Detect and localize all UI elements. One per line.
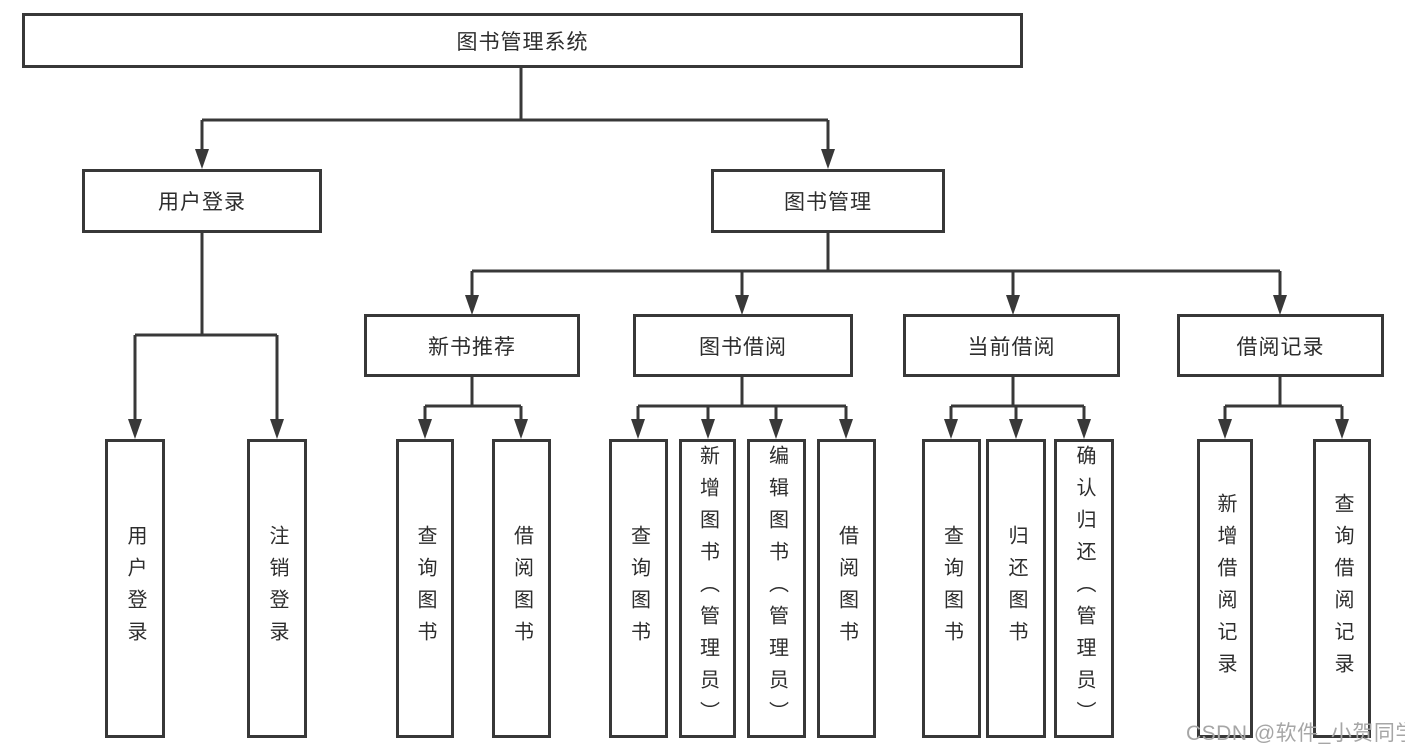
node-root-system: 图书管理系统: [22, 13, 1023, 68]
arrow-icon: [839, 419, 853, 439]
node-user-login: 用户登录: [82, 169, 322, 233]
arrow-icon: [701, 419, 715, 439]
leaf-borrow-books: 借阅图书: [817, 439, 876, 738]
arrow-icon: [821, 149, 835, 169]
arrow-icon: [514, 419, 528, 439]
arrow-icon: [270, 419, 284, 439]
leaf-query-borrow-record: 查询借阅记录: [1313, 439, 1371, 738]
connector-records-to-leaves: [1223, 377, 1344, 421]
arrow-icon: [128, 419, 142, 439]
arrow-icon: [1077, 419, 1091, 439]
arrow-icon: [418, 419, 432, 439]
csdn-watermark: CSDN @软件_小贺同学: [1186, 722, 1405, 745]
leaf-borrow-books-recommend: 借阅图书: [492, 439, 551, 738]
arrow-icon: [1273, 295, 1287, 315]
leaf-add-borrow-record: 新增借阅记录: [1197, 439, 1253, 738]
leaf-query-books-borrow: 查询图书: [609, 439, 668, 738]
leaf-add-books-admin: 新增图书（管理员）: [679, 439, 736, 738]
connector-bookborrow-to-leaves: [636, 377, 848, 421]
node-new-book-recommend: 新书推荐: [364, 314, 580, 377]
connector-currentborrow-to-leaves: [949, 377, 1086, 421]
connector-root-to-level2: [200, 68, 830, 151]
leaf-edit-books-admin: 编辑图书（管理员）: [747, 439, 806, 738]
arrow-icon: [631, 419, 645, 439]
node-book-management: 图书管理: [711, 169, 945, 233]
connector-userlogin-to-leaves: [133, 233, 279, 421]
arrow-icon: [1009, 419, 1023, 439]
leaf-logout: 注销登录: [247, 439, 307, 738]
arrow-icon: [769, 419, 783, 439]
arrowheads: [128, 149, 1349, 439]
node-current-borrow: 当前借阅: [903, 314, 1120, 377]
arrow-icon: [195, 149, 209, 169]
arrow-icon: [735, 295, 749, 315]
arrow-icon: [1335, 419, 1349, 439]
node-book-borrow: 图书借阅: [633, 314, 853, 377]
arrow-icon: [1006, 295, 1020, 315]
arrow-icon: [944, 419, 958, 439]
connector-newbook-to-leaves: [423, 377, 523, 421]
leaf-return-books: 归还图书: [986, 439, 1046, 738]
arrow-icon: [1218, 419, 1232, 439]
leaf-user-login: 用户登录: [105, 439, 165, 738]
connector-bookmgmt-to-level3: [470, 233, 1282, 297]
arrow-icon: [465, 295, 479, 315]
leaf-confirm-return-admin: 确认归还（管理员）: [1054, 439, 1114, 738]
leaf-query-books-recommend: 查询图书: [396, 439, 454, 738]
node-borrow-records: 借阅记录: [1177, 314, 1384, 377]
leaf-query-books-current: 查询图书: [922, 439, 981, 738]
